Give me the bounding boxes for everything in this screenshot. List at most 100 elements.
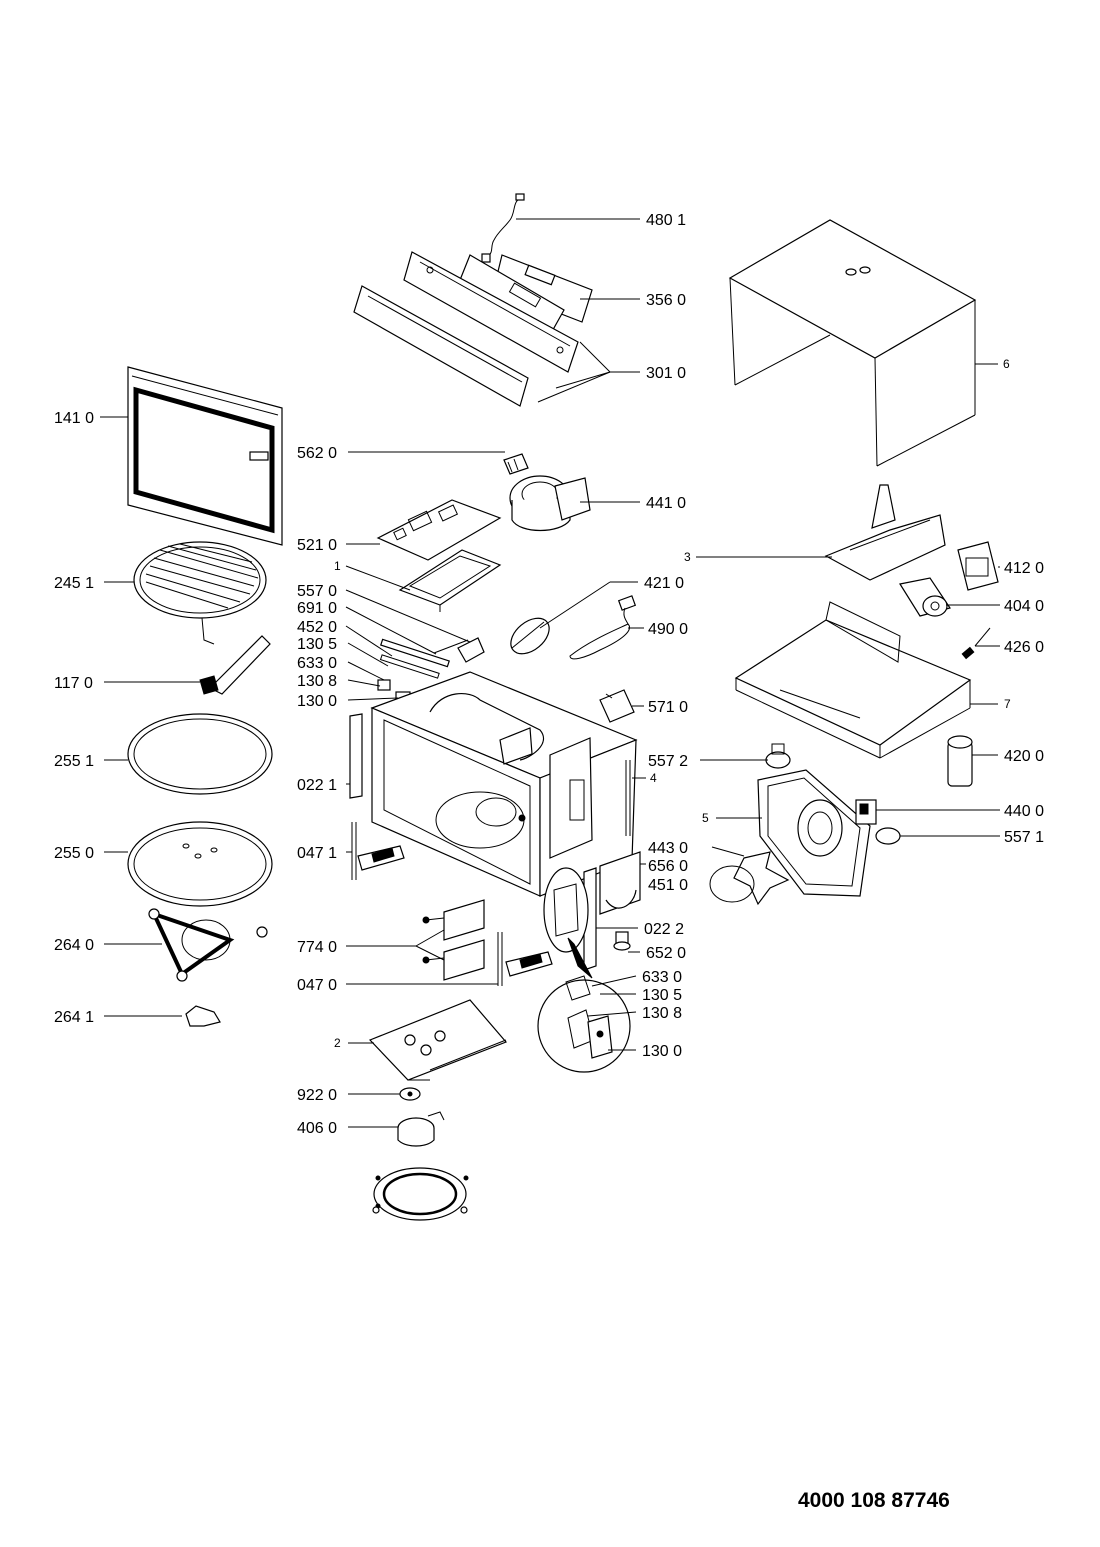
thermostat-lower — [875, 827, 901, 845]
base-plate — [734, 601, 972, 759]
label-420-0: 420 0 — [1004, 748, 1044, 765]
glass-turntable — [127, 821, 273, 907]
label-4: 4 — [650, 771, 657, 785]
label-264-1: 264 1 — [54, 1009, 94, 1026]
label-521-0: 521 0 — [297, 537, 337, 554]
label-691-0: 691 0 — [297, 600, 337, 617]
label-656-0: 656 0 — [648, 858, 688, 875]
label-452-0: 452 0 — [297, 619, 337, 636]
label-130-8b: 130 8 — [642, 1005, 682, 1022]
hv-capacitor — [947, 735, 973, 787]
label-264-0: 264 0 — [54, 937, 94, 954]
leader-130-5a — [347, 642, 389, 667]
leader-557-0 — [345, 589, 471, 643]
leader-301-0c — [579, 341, 611, 373]
label-130-0b: 130 0 — [642, 1043, 682, 1060]
label-5: 5 — [702, 811, 709, 825]
outer-cabinet-wrapper — [728, 219, 977, 467]
oven-door — [127, 366, 283, 546]
terminal-connector — [599, 689, 635, 723]
power-cord — [569, 595, 637, 660]
label-047-1: 047 1 — [297, 845, 337, 862]
control-panel-assembly — [353, 251, 593, 407]
thermostat-upper — [765, 743, 791, 769]
label-2: 2 — [334, 1036, 341, 1050]
label-441-0: 441 0 — [646, 495, 686, 512]
capacitor — [510, 617, 550, 655]
label-451-0: 451 0 — [648, 877, 688, 894]
blower-motor — [509, 475, 591, 531]
label-440-0: 440 0 — [1004, 803, 1044, 820]
label-633-0b: 633 0 — [642, 969, 682, 986]
grill-rack — [133, 541, 267, 645]
label-047-0: 047 0 — [297, 977, 337, 994]
hinge-upper — [351, 822, 405, 880]
turntable-ring — [127, 713, 273, 795]
heater-bracket — [599, 851, 641, 915]
part-labels: 480 1 356 0 301 0 6 141 0 562 0 441 0 52… — [54, 212, 1044, 1137]
label-562-0: 562 0 — [297, 445, 337, 462]
oven-cavity — [370, 671, 638, 897]
label-490-0: 490 0 — [648, 621, 688, 638]
detail-callout-large — [537, 975, 631, 1073]
bottom-plate — [368, 999, 508, 1081]
label-922-0: 922 0 — [297, 1087, 337, 1104]
wire-harness-part — [481, 193, 525, 263]
leader-1 — [345, 565, 411, 591]
label-255-1: 255 1 — [54, 753, 94, 770]
label-571-0: 571 0 — [648, 699, 688, 716]
leader-443-0 — [711, 846, 745, 857]
label-3: 3 — [684, 550, 691, 564]
leader-633-0a — [347, 661, 385, 681]
label-301-0: 301 0 — [646, 365, 686, 382]
leader-633-0b — [591, 975, 637, 987]
filter-part — [503, 453, 529, 475]
label-022-1: 022 1 — [297, 777, 337, 794]
label-7: 7 — [1004, 697, 1011, 711]
label-443-0: 443 0 — [648, 840, 688, 857]
leader-421-0a — [539, 581, 611, 629]
label-117-0: 117 0 — [54, 675, 93, 692]
fan-blade — [733, 851, 790, 906]
magnetron — [899, 577, 951, 617]
label-1: 1 — [334, 559, 341, 573]
label-356-0: 356 0 — [646, 292, 686, 309]
leader-130-8a — [347, 679, 381, 687]
leader-130-0a — [347, 697, 399, 701]
hinge-lower — [497, 932, 553, 986]
label-245-1: 245 1 — [54, 575, 94, 592]
fan-motor — [855, 799, 877, 825]
turntable-motor — [397, 1111, 445, 1147]
label-557-1: 557 1 — [1004, 829, 1044, 846]
label-480-1: 480 1 — [646, 212, 686, 229]
label-652-0: 652 0 — [646, 945, 686, 962]
label-130-0a: 130 0 — [297, 693, 337, 710]
leader-301-0b — [555, 371, 611, 389]
label-406-0: 406 0 — [297, 1120, 337, 1137]
label-130-5a: 130 5 — [297, 636, 337, 653]
label-412-0: 412 0 — [1004, 560, 1044, 577]
mounting-bracket — [398, 549, 502, 612]
label-130-5b: 130 5 — [642, 987, 682, 1004]
transformer — [957, 541, 999, 591]
label-774-0: 774 0 — [297, 939, 337, 956]
bottom-seal-ring — [372, 1167, 469, 1221]
leader-691-0 — [345, 606, 437, 655]
label-141-0: 141 0 — [54, 410, 94, 427]
label-255-0: 255 0 — [54, 845, 94, 862]
mica-cover-plate — [757, 769, 871, 897]
side-trim-right — [583, 867, 597, 971]
detail-callout-small — [543, 867, 593, 979]
diode — [961, 627, 991, 660]
leader-774-0b — [415, 945, 445, 961]
side-trim-left — [349, 713, 363, 799]
label-557-2: 557 2 — [648, 753, 688, 770]
hinge-bracket-plates — [422, 899, 485, 981]
leader-130-8b — [587, 1011, 637, 1017]
door-handle — [199, 635, 271, 695]
document-number: 4000 108 87746 — [798, 1489, 950, 1512]
thermal-fuse — [613, 931, 631, 951]
label-130-8a: 130 8 — [297, 673, 337, 690]
air-duct — [824, 484, 946, 581]
